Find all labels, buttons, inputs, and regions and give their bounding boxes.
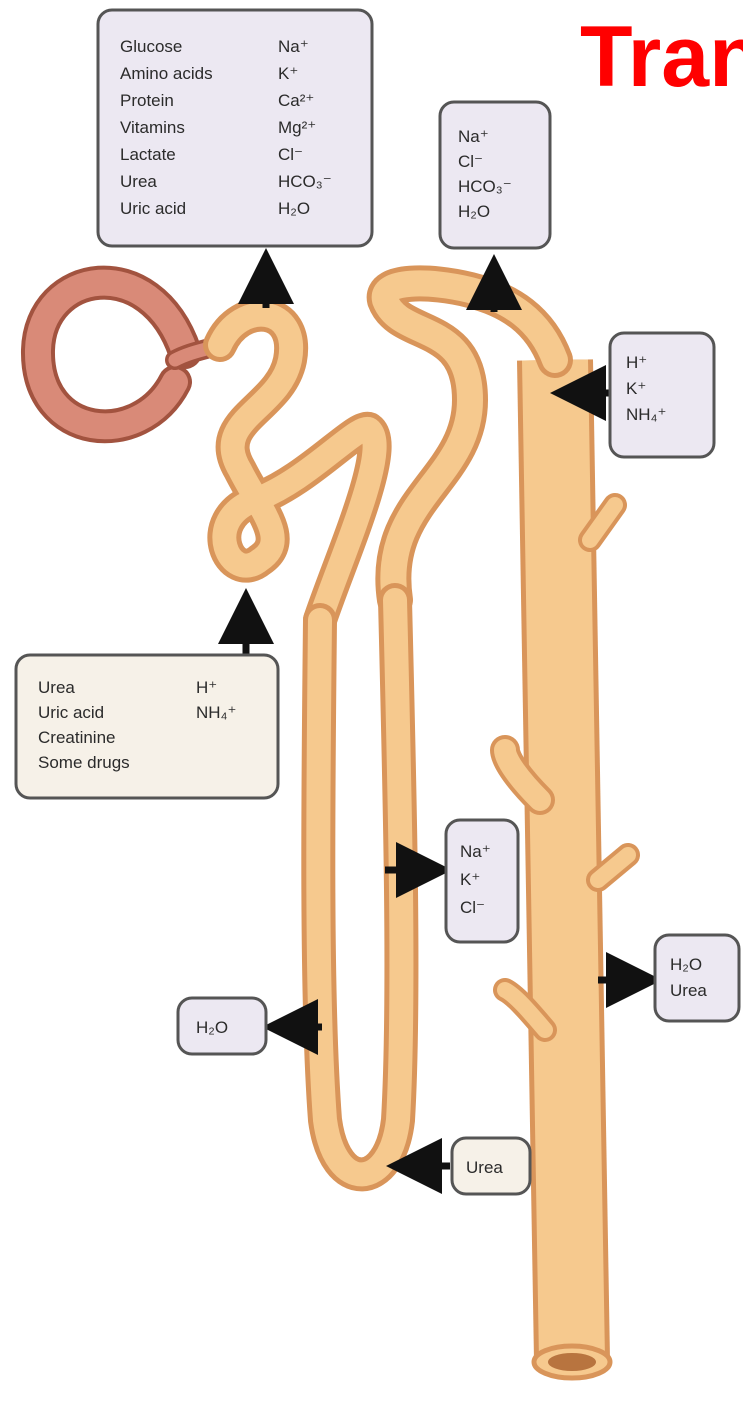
ion-label: Cl⁻ bbox=[278, 145, 303, 164]
ion-label: NH₄⁺ bbox=[196, 703, 236, 722]
ion-label: HCO₃⁻ bbox=[458, 177, 512, 196]
ion-label: Cl⁻ bbox=[460, 898, 485, 917]
ion-label: K⁺ bbox=[460, 870, 480, 889]
ion-label: Mg²⁺ bbox=[278, 118, 316, 137]
ion-label: Ca²⁺ bbox=[278, 91, 314, 110]
substance-label: Vitamins bbox=[120, 118, 185, 137]
ion-label: Na⁺ bbox=[460, 842, 491, 861]
ion-label: NH₄⁺ bbox=[626, 405, 666, 424]
bowmans-capsule bbox=[38, 283, 220, 427]
substance-label: Protein bbox=[120, 91, 174, 110]
substance-label: Some drugs bbox=[38, 753, 130, 772]
ion-label: K⁺ bbox=[278, 64, 298, 83]
box-proximal-secretion: Urea Uric acid Creatinine Some drugs H⁺ … bbox=[16, 655, 278, 798]
substance-label: Urea bbox=[670, 981, 707, 1000]
collecting-duct bbox=[505, 360, 628, 1378]
substance-label: Glucose bbox=[120, 37, 182, 56]
box-descending-water: H₂O bbox=[178, 998, 266, 1054]
ion-label: H₂O bbox=[670, 955, 702, 974]
ion-label: K⁺ bbox=[626, 379, 646, 398]
box-distal-reabsorption: Na⁺ Cl⁻ HCO₃⁻ H₂O bbox=[440, 102, 550, 248]
loop-of-henle bbox=[318, 600, 401, 1174]
ion-label: H⁺ bbox=[626, 353, 647, 372]
box-loop-urea: Urea bbox=[452, 1138, 530, 1194]
box-duct-water-urea: H₂O Urea bbox=[655, 935, 739, 1021]
ion-label: H₂O bbox=[458, 202, 490, 221]
ion-label: HCO₃⁻ bbox=[278, 172, 332, 191]
box-proximal-reabsorption: Glucose Amino acids Protein Vitamins Lac… bbox=[98, 10, 372, 246]
substance-label: Uric acid bbox=[120, 199, 186, 218]
box-thick-ascending: Na⁺ K⁺ Cl⁻ bbox=[446, 820, 518, 942]
slide-title: Tran bbox=[580, 14, 743, 100]
ion-label: H₂O bbox=[278, 199, 310, 218]
ion-label: Na⁺ bbox=[278, 37, 309, 56]
substance-label: Urea bbox=[120, 172, 157, 191]
substance-label: Urea bbox=[38, 678, 75, 697]
substance-label: Uric acid bbox=[38, 703, 104, 722]
box-collecting-secretion: H⁺ K⁺ NH₄⁺ bbox=[610, 333, 714, 457]
ion-label: H⁺ bbox=[196, 678, 217, 697]
substance-label: Urea bbox=[466, 1158, 503, 1177]
ion-label: H₂O bbox=[196, 1018, 228, 1037]
ion-label: Cl⁻ bbox=[458, 152, 483, 171]
substance-label: Creatinine bbox=[38, 728, 116, 747]
ion-label: Na⁺ bbox=[458, 127, 489, 146]
proximal-tubule bbox=[220, 315, 375, 620]
substance-label: Amino acids bbox=[120, 64, 213, 83]
substance-label: Lactate bbox=[120, 145, 176, 164]
